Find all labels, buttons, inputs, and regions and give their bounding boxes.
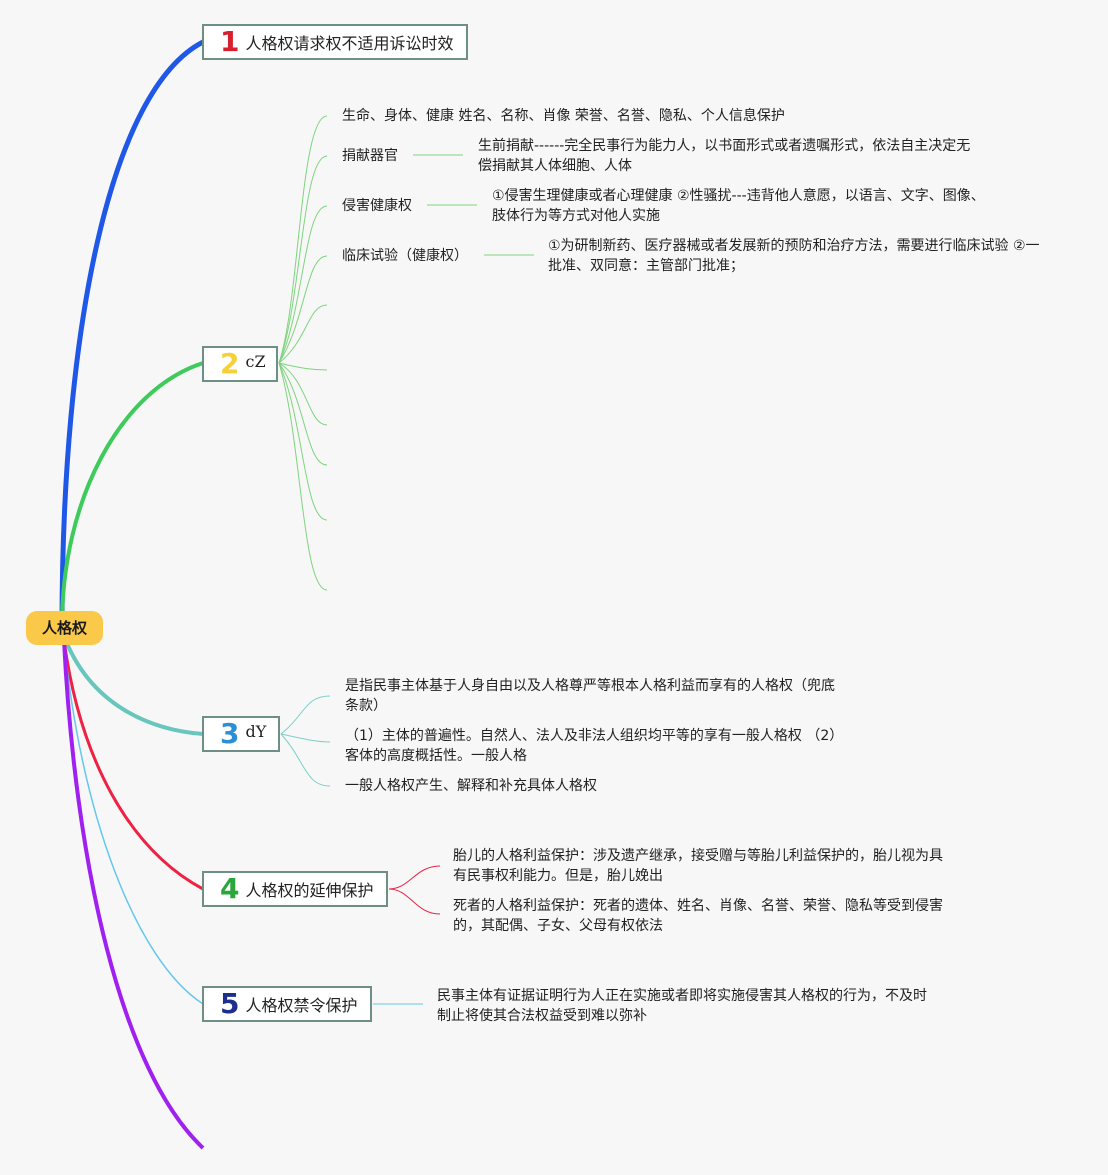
topic-2-number: 2 <box>220 347 240 380</box>
detail-clinical-trial[interactable]: ①为研制新药、医疗器械或者发展新的预防和治疗方法，需要进行临床试验 ②一 批准、… <box>548 236 1040 276</box>
topic-1[interactable]: 1 人格权请求权不适用诉讼时效 <box>202 24 468 60</box>
detail-organ-donation-line-1: 生前捐献------完全民事行为能力人，以书面形式或者遗嘱形式，依法自主决定无 <box>478 138 971 154</box>
detail-clinical-trial-line-2: 批准、双同意：主管部门批准； <box>548 258 744 274</box>
detail-clinical-trial-line-1: ①为研制新药、医疗器械或者发展新的预防和治疗方法，需要进行临床试验 ②一 <box>548 238 1040 254</box>
branch-2-connector <box>60 361 204 627</box>
connector-sub-clinical <box>278 255 328 364</box>
topic-4-label: 人格权的延伸保护 <box>245 881 374 900</box>
detail-health-infringement[interactable]: ①侵害生理健康或者心理健康 ②性骚扰---违背他人意愿，以语言、文字、图像、 肢… <box>492 186 985 226</box>
subtopic-general-definition-line-2: 条款） <box>345 698 387 714</box>
branch-6-connector <box>62 639 205 1150</box>
detail-organ-donation[interactable]: 生前捐献------完全民事行为能力人，以书面形式或者遗嘱形式，依法自主决定无 … <box>478 136 970 176</box>
topic-1-label: 人格权请求权不适用诉讼时效 <box>245 34 454 53</box>
subtopic-deceased-protection-line-2: 的，其配偶、子女、父母有权依法 <box>453 918 663 934</box>
subtopic-clinical-trial[interactable]: 临床试验（健康权） <box>342 248 468 264</box>
topic-5[interactable]: 5 人格权禁令保护 <box>202 986 372 1022</box>
subtopic-general-definition[interactable]: 是指民事主体基于人身自由以及人格尊严等根本人格利益而享有的人格权（兜底 条款） <box>345 676 835 716</box>
branch-4-connector <box>62 639 204 891</box>
subtopic-deceased-protection[interactable]: 死者的人格利益保护：死者的遗体、姓名、肖像、名誉、荣誉、隐私等受到侵害 的，其配… <box>453 896 943 936</box>
connector-sub-empty-2 <box>278 362 328 371</box>
subtopic-general-function-line-1: 一般人格权产生、解释和补充具体人格权 <box>345 778 597 794</box>
subtopic-injunction-line-2: 制止将使其合法权益受到难以弥补 <box>437 1008 647 1024</box>
subtopic-fetus-protection-line-2: 有民事权利能力。但是，胎儿娩出 <box>453 868 663 884</box>
topic-3-label: dY <box>245 721 267 741</box>
connector-sub-empty-3 <box>278 362 328 426</box>
subtopic-fetus-protection-line-1: 胎儿的人格利益保护：涉及遗产继承，接受赠与等胎儿利益保护的，胎儿视为具 <box>453 848 943 864</box>
branch-3-subconnectors <box>280 695 331 787</box>
topic-2-label: cZ <box>245 351 266 371</box>
connector-sub-empty-6 <box>278 362 328 591</box>
topic-2[interactable]: 2 cZ <box>202 346 278 382</box>
subtopic-general-features-line-1: （1）主体的普遍性。自然人、法人及非法人组织均平等的享有一般人格权 （2） <box>345 728 844 744</box>
detail-organ-donation-line-2: 偿捐献其人体细胞、人体 <box>478 158 632 174</box>
branch-4-subconnectors <box>388 865 441 915</box>
branch-1-connector <box>59 39 205 627</box>
connector-sub-empty-5 <box>278 362 328 521</box>
topic-3[interactable]: 3 dY <box>202 716 280 752</box>
connector-sub-empty-4 <box>278 362 328 466</box>
connector-sub-life <box>278 115 328 364</box>
subtopic-organ-donation[interactable]: 捐献器官 <box>342 148 398 164</box>
topic-5-number: 5 <box>220 987 240 1020</box>
topic-3-number: 3 <box>220 717 240 750</box>
subtopic-fetus-protection[interactable]: 胎儿的人格利益保护：涉及遗产继承，接受赠与等胎儿利益保护的，胎儿视为具 有民事权… <box>453 846 943 886</box>
detail-health-infringement-line-2: 肢体行为等方式对他人实施 <box>492 208 660 224</box>
detail-health-infringement-line-1: ①侵害生理健康或者心理健康 ②性骚扰---违背他人意愿，以语言、文字、图像、 <box>492 188 985 204</box>
subtopic-protected-interests[interactable]: 生命、身体、健康 姓名、名称、肖像 荣誉、名誉、隐私、个人信息保护 <box>342 108 785 124</box>
topic-4-number: 4 <box>220 872 240 905</box>
connector-sub-organ <box>278 155 328 364</box>
connector-sub-empty-1 <box>278 304 328 364</box>
subtopic-general-features[interactable]: （1）主体的普遍性。自然人、法人及非法人组织均平等的享有一般人格权 （2） 客体… <box>345 726 843 766</box>
topic-1-number: 1 <box>220 25 240 58</box>
branch-3-connector <box>62 635 204 736</box>
subtopic-general-function[interactable]: 一般人格权产生、解释和补充具体人格权 <box>345 776 597 796</box>
branch-5-connector <box>63 639 204 1005</box>
subtopic-health-infringement[interactable]: 侵害健康权 <box>342 198 412 214</box>
branch-2-subconnectors <box>278 115 328 591</box>
root-topic[interactable]: 人格权 <box>26 611 103 645</box>
topic-4[interactable]: 4 人格权的延伸保护 <box>202 871 388 907</box>
topic-5-label: 人格权禁令保护 <box>245 996 358 1015</box>
subtopic-injunction-line-1: 民事主体有证据证明行为人正在实施或者即将实施侵害其人格权的行为，不及时 <box>437 988 927 1004</box>
subtopic-general-definition-line-1: 是指民事主体基于人身自由以及人格尊严等根本人格利益而享有的人格权（兜底 <box>345 678 835 694</box>
subtopic-deceased-protection-line-1: 死者的人格利益保护：死者的遗体、姓名、肖像、名誉、荣誉、隐私等受到侵害 <box>453 898 943 914</box>
connector-sub-health <box>278 205 328 364</box>
subtopic-general-features-line-2: 客体的高度概括性。一般人格 <box>345 748 527 764</box>
subtopic-injunction[interactable]: 民事主体有证据证明行为人正在实施或者即将实施侵害其人格权的行为，不及时 制止将使… <box>437 986 927 1026</box>
